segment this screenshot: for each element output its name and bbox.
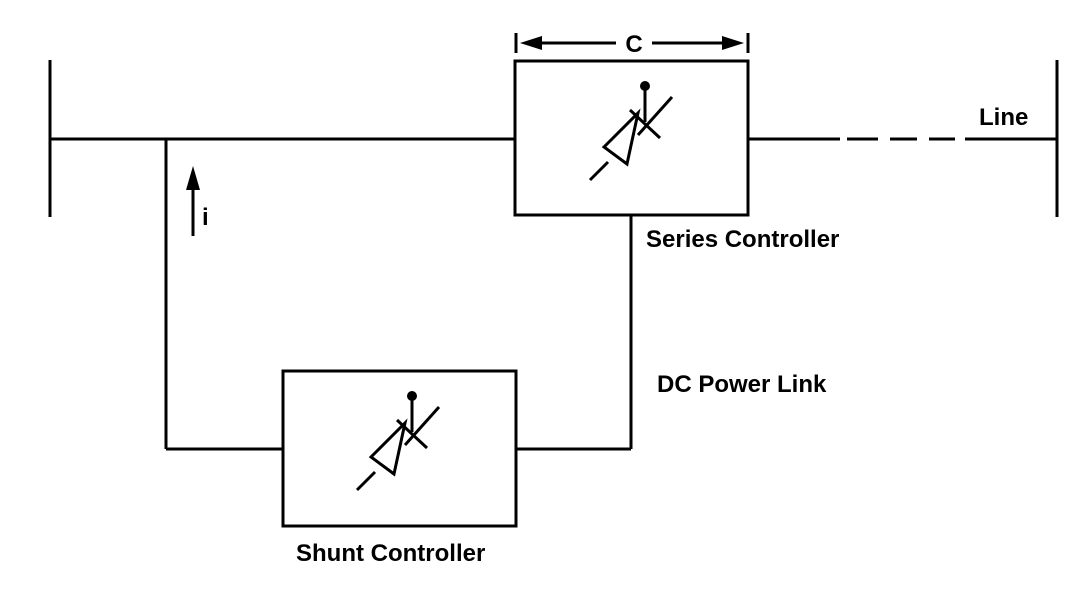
dc-power-link-label: DC Power Link [657, 371, 827, 398]
series-thyristor-icon [588, 81, 674, 182]
current-arrow-icon [186, 166, 200, 236]
shunt-controller-label: Shunt Controller [296, 540, 485, 567]
dimension-arrow-icon [514, 33, 750, 53]
current-label: i [202, 204, 209, 231]
shunt-thyristor-icon [355, 391, 441, 492]
dimension-label: C [625, 31, 642, 58]
series-controller-label: Series Controller [646, 226, 839, 253]
line-label: Line [979, 104, 1028, 131]
